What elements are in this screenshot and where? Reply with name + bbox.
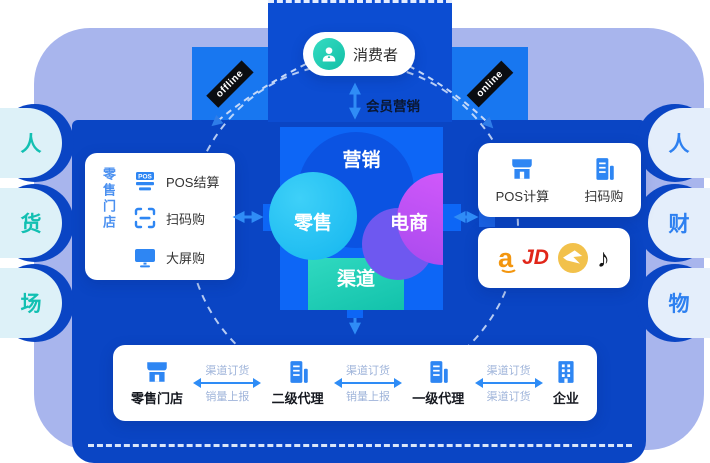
list-item: POS计算: [496, 156, 549, 205]
double-arrow: [193, 378, 262, 388]
jd-logo: JD: [522, 246, 549, 269]
node-label: 二级代理: [271, 391, 324, 406]
link-bottom-label: 销量上报: [345, 391, 390, 403]
member-marketing-label: 会员营销: [366, 99, 420, 114]
offline-badge: offline: [206, 59, 254, 108]
storefront-icon: [512, 158, 533, 179]
retail-store-card-title: 零售门店: [101, 167, 116, 231]
link-top-label: 渠道订货: [205, 365, 250, 377]
link-top-label: 渠道订货: [345, 365, 390, 377]
svg-text:POS: POS: [138, 173, 152, 180]
ledger-icon: [430, 361, 449, 383]
yellow-marketplace-logo: [557, 243, 588, 273]
node-label: 一级代理: [412, 391, 465, 406]
list-item-label: POS计算: [495, 188, 550, 204]
node-retail-store: 零售门店: [131, 359, 183, 407]
list-item: 大屏购: [133, 245, 205, 269]
link-group: 渠道订货 销量上报: [193, 362, 262, 404]
amazon-logo: a: [498, 242, 519, 273]
list-item: 扫码购: [133, 206, 205, 230]
building-icon: [558, 361, 574, 383]
node-second-level-agent: 二级代理: [272, 359, 324, 407]
venn-label-marketing: 营销: [342, 150, 381, 171]
list-item-label: 扫码购: [166, 211, 206, 227]
supply-chain-card: 零售门店 渠道订货 销量上报 二级代理 渠道订货 销量上报: [113, 345, 597, 421]
double-arrow: [474, 378, 543, 388]
pill-people-right: 人: [648, 108, 710, 178]
venn-right-tab: [443, 204, 461, 231]
double-arrow: [333, 378, 402, 388]
node-label: 企业: [552, 391, 579, 406]
pill-assets: 物: [648, 268, 710, 338]
list-item-label: POS结算: [166, 174, 220, 190]
link-group: 渠道订货 渠道订货: [474, 362, 543, 404]
pill-place: 场: [0, 268, 62, 338]
ledger-icon: [290, 361, 308, 383]
consumer-pill: 消费者: [303, 32, 415, 76]
list-item: POS POS结算: [133, 169, 219, 193]
list-item-label: 扫码购: [584, 188, 624, 204]
bottom-dashed-divider: [88, 444, 632, 447]
yellow-logo-swoosh: [563, 250, 583, 264]
link-bottom-label: 渠道订货: [486, 391, 531, 403]
node-first-level-agent: 一级代理: [412, 359, 464, 407]
pill-goods: 货: [0, 188, 62, 258]
node-label: 零售门店: [131, 391, 184, 406]
douyin-logo: ♪: [596, 243, 610, 273]
node-enterprise: 企业: [553, 359, 579, 407]
link-bottom-label: 销量上报: [205, 391, 250, 403]
person-icon: [322, 47, 336, 62]
online-square: online: [452, 47, 528, 120]
pos-scan-card: POS计算 扫码购: [478, 143, 641, 217]
consumer-label: 消费者: [353, 46, 399, 64]
ledger-icon: [596, 157, 614, 180]
list-item: 扫码购: [584, 156, 623, 205]
venn-label-channel: 渠道: [336, 269, 375, 290]
marketplace-logos-card: a JD ♪: [478, 228, 630, 288]
offline-square: offline: [192, 47, 268, 120]
consumer-avatar: [313, 38, 345, 70]
scan-frame-icon: [134, 207, 156, 229]
link-top-label: 渠道订货: [486, 365, 531, 377]
venn-label-retail: 零售: [293, 213, 332, 234]
pill-finance: 财: [648, 188, 710, 258]
retail-store-card: 零售门店 POS POS结算 扫码购 大屏购: [85, 153, 235, 280]
pos-terminal-icon: POS: [136, 172, 154, 191]
link-group: 渠道订货 销量上报: [333, 362, 402, 404]
big-screen-icon: [135, 249, 155, 268]
online-badge: online: [466, 60, 514, 107]
pill-people-left: 人: [0, 108, 62, 178]
venn-label-ecommerce: 电商: [389, 213, 428, 234]
storefront-icon: [147, 362, 167, 382]
list-item-label: 大屏购: [166, 250, 206, 266]
